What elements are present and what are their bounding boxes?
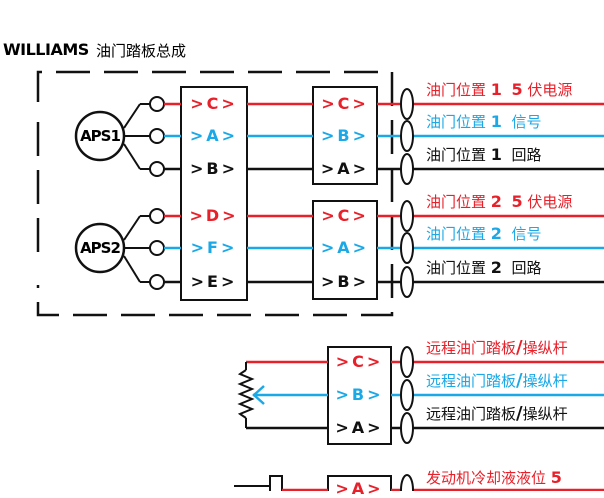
connector-right-block-1 (312, 86, 378, 185)
label-tp2-signal: 油门位置 2 信号 (426, 224, 542, 243)
pin-left-b: >B> (189, 159, 238, 178)
connector-left-block (180, 86, 248, 301)
brand-title: WILLIAMS (3, 40, 89, 59)
pin-left-a: >A> (189, 126, 239, 145)
pin-right-2-c: >C> (321, 206, 369, 225)
pin-right-2-b: >B> (320, 272, 369, 291)
pin-right-2-a: >A> (320, 238, 370, 257)
label-tp1-power: 油门位置 1 5 伏电源 (426, 80, 573, 99)
connector-right-block-2 (312, 200, 378, 300)
sensor-aps2-label: APS2 (80, 239, 121, 257)
label-tp1-signal: 油门位置 1 信号 (426, 112, 542, 131)
label-remote-return: 远程油门踏板/操纵杆 (426, 403, 568, 424)
coolant-wires (234, 475, 604, 491)
group2-wires (74, 208, 604, 290)
potentiometer-icon (237, 369, 255, 419)
pin-remote-a: >A> (335, 418, 384, 437)
pin-right-1-c: >C> (321, 94, 369, 113)
label-tp1-return: 油门位置 1 回路 (426, 145, 542, 164)
label-coolant: 发动机冷却液液位 5 (426, 468, 562, 487)
assembly-boundary (36, 70, 394, 317)
pin-left-f: >F> (190, 238, 238, 257)
remote-wires (237, 360, 604, 430)
pin-remote-b: >B> (335, 385, 384, 404)
coolant-sensor-icon (269, 475, 283, 491)
group1-wires (74, 96, 604, 177)
label-tp2-power: 油门位置 2 5 伏电源 (426, 192, 573, 211)
label-remote-signal: 远程油门踏板/操纵杆 (426, 370, 568, 391)
sensor-aps1-label: APS1 (80, 127, 121, 145)
pin-left-e: >E> (190, 272, 238, 291)
label-tp2-return: 油门位置 2 回路 (426, 258, 542, 277)
assembly-subtitle: 油门踏板总成 (96, 42, 187, 60)
label-remote-power: 远程油门踏板/操纵杆 (426, 337, 568, 358)
bundle-ellipses (400, 88, 414, 491)
connector-coolant-block (327, 475, 392, 491)
pin-left-c: >C> (190, 94, 238, 113)
pin-left-d: >D> (189, 206, 239, 225)
pin-right-1-a: >A> (320, 159, 370, 178)
pin-coolant-a: >A> (335, 479, 384, 498)
pin-remote-c: >C> (335, 352, 384, 371)
pin-right-1-b: >B> (320, 126, 369, 145)
